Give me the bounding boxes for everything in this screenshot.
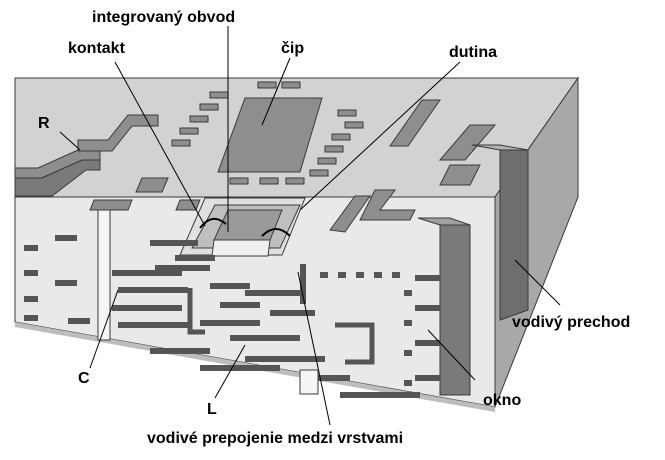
resistor-left-pad <box>14 159 101 197</box>
top-features <box>14 81 529 396</box>
surface-pad-2 <box>175 199 201 211</box>
capacitor-plate-3 <box>112 305 182 311</box>
left-via <box>97 199 111 341</box>
cavity-strip <box>389 99 441 147</box>
top-trace-3 <box>438 124 497 161</box>
front-layers <box>24 199 440 398</box>
inductor-coil <box>187 288 205 335</box>
resistor-body <box>77 114 159 152</box>
window-column-top <box>417 217 471 226</box>
label-integrated-circuit: integrovaný obvod <box>92 9 235 26</box>
label-conductive-via: vodivý prechod <box>512 314 630 331</box>
label-resistor: R <box>38 115 50 132</box>
chip-top <box>217 97 323 173</box>
label-window: okno <box>483 392 521 409</box>
conductive-via-top <box>471 144 529 151</box>
top-trace-4 <box>439 164 481 186</box>
conductive-via-column <box>499 149 529 321</box>
label-inductor: L <box>207 401 217 418</box>
leader-lines <box>59 26 561 426</box>
left-via-cap <box>89 199 133 211</box>
integrated-circuit-front <box>211 239 271 257</box>
labels: integrovaný obvod kontakt čip dutina R v… <box>38 9 630 447</box>
capacitor-plate-1 <box>112 270 182 276</box>
capacitor-plate-2 <box>118 287 188 293</box>
chip-pads <box>171 81 364 185</box>
label-chip: čip <box>281 40 304 57</box>
top-trace-2 <box>329 195 371 233</box>
label-cavity: dutina <box>449 44 497 61</box>
label-contact: kontakt <box>68 40 126 57</box>
bond-wire-left <box>199 217 227 229</box>
inductor-coil-right <box>335 322 375 365</box>
bond-wire-right <box>261 228 291 237</box>
label-interlayer-interconnect: vodivé prepojenie medzi vrstvami <box>147 430 403 447</box>
label-capacitor: C <box>78 370 90 387</box>
top-trace-1 <box>359 189 416 221</box>
surface-pad-1 <box>135 177 169 193</box>
capacitor-plate-4 <box>118 322 188 328</box>
